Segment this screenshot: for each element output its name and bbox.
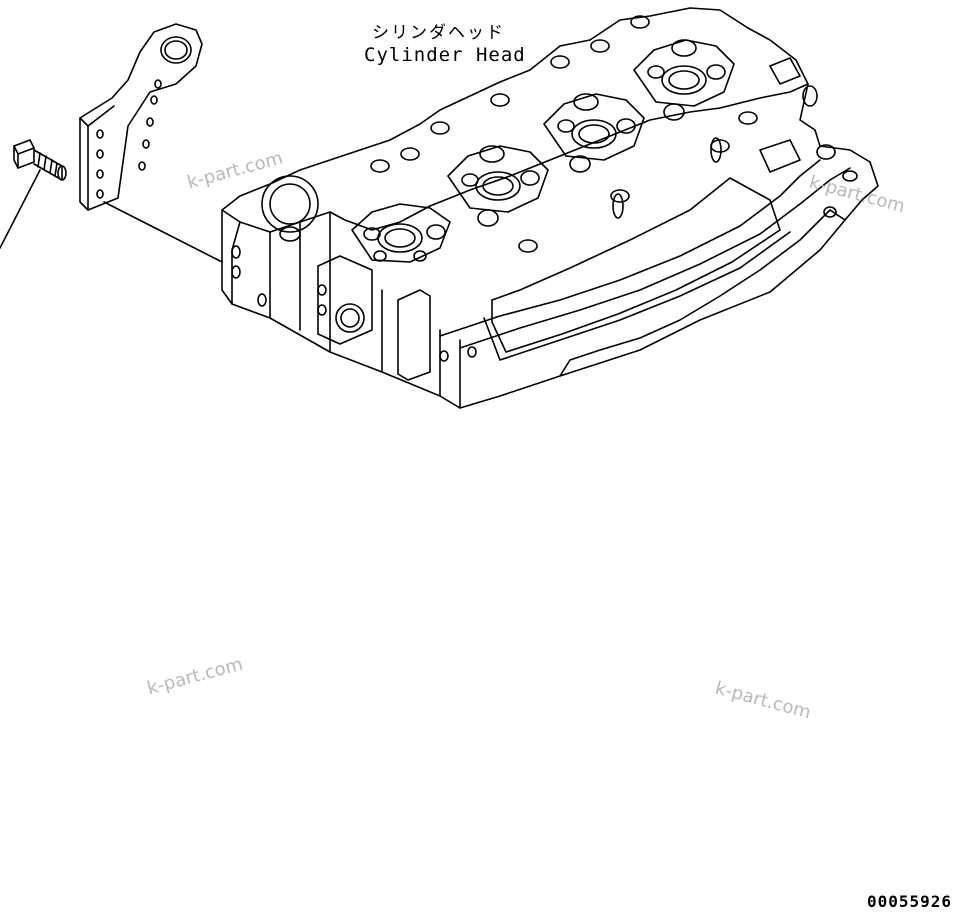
cylinder-head-part — [221, 7, 879, 409]
bolt-part — [13, 139, 67, 181]
part-label-english: Cylinder Head — [364, 44, 526, 66]
drawing-number: 00055926 — [866, 892, 952, 911]
bracket-leader-line — [103, 201, 223, 263]
part-label-japanese: シリンダヘッド — [372, 23, 505, 43]
lifting-bracket-part — [79, 23, 203, 211]
bolt-leader-line — [0, 169, 41, 249]
